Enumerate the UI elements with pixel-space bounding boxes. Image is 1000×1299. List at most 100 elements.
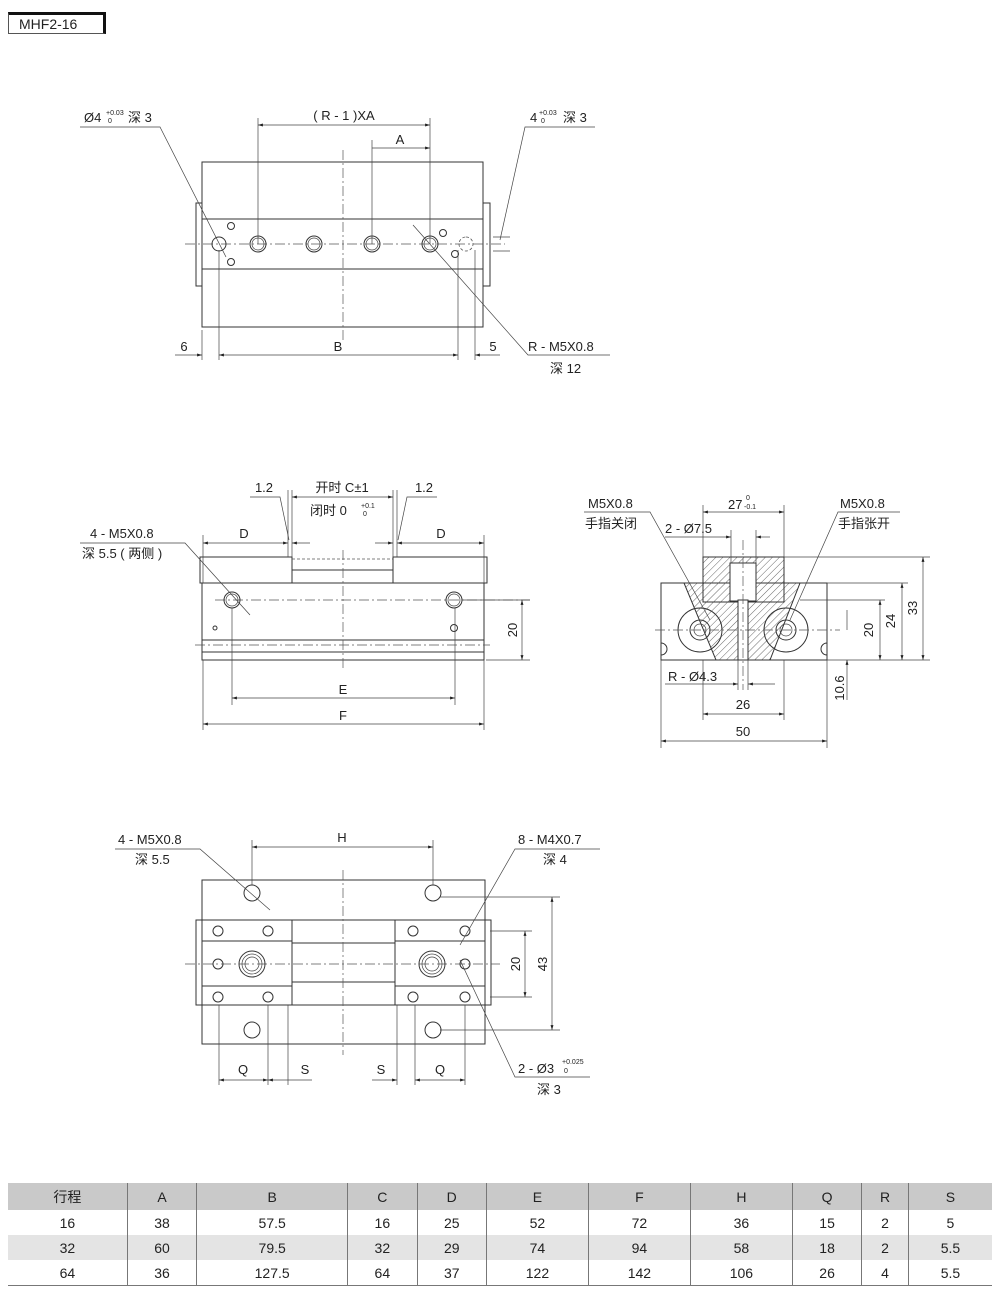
table-cell: 58 (689, 1235, 793, 1260)
jaw-thread-depth: 深 4 (543, 852, 567, 867)
port-open-desc: 手指张开 (838, 516, 890, 531)
table-cell: 64 (8, 1260, 128, 1286)
pin-depth: 深 3 (537, 1082, 561, 1097)
front-view: D D 1.2 1.2 开时 C±1 闭时 0 +0.1 0 4 - M5X0.… (80, 480, 530, 730)
table-cell: 60 (126, 1235, 197, 1260)
table-cell: 64 (347, 1260, 418, 1286)
table-cell: 72 (587, 1210, 691, 1235)
table-cell: 38 (126, 1210, 197, 1235)
dim-q-left: Q (238, 1062, 248, 1077)
table-header-cell: B (196, 1183, 348, 1210)
jaw-thread-label: 8 - M4X0.7 (518, 832, 582, 847)
dim-e: E (339, 682, 348, 697)
closed-gap-label: 闭时 0 (310, 503, 347, 518)
bottom-holes (212, 884, 471, 1039)
table-cell: 18 (791, 1235, 862, 1260)
table-cell: 5.5 (907, 1235, 992, 1260)
gap-right-label: 1.2 (415, 480, 433, 495)
pin-hole-tol-upper: +0.03 (106, 110, 124, 117)
pin-hole-label: Ø4 (84, 110, 101, 125)
table-header-cell: H (689, 1183, 793, 1210)
dim-q-right: Q (435, 1062, 445, 1077)
table-cell: 16 (347, 1210, 418, 1235)
dim-24: 24 (883, 614, 898, 628)
table-cell: 74 (485, 1235, 589, 1260)
dim-27-tol-upper: 0 (746, 495, 750, 502)
table-cell: 106 (689, 1260, 793, 1286)
slot-tol-lower: 0 (541, 118, 545, 125)
closed-tol-upper: +0.1 (361, 503, 375, 510)
dim-b: B (334, 339, 343, 354)
dim-27: 27 (728, 497, 742, 512)
port-close-desc: 手指关闭 (585, 516, 637, 531)
table-cell: 16 (59, 1214, 76, 1231)
table-header-cell: S (907, 1183, 992, 1210)
table-cell: 142 (587, 1260, 691, 1286)
table-header-cell: E (485, 1183, 589, 1210)
side-dim-20: 20 (861, 623, 876, 637)
model-label: MHF2-16 (8, 12, 106, 34)
pin-tol-upper: +0.025 (562, 1059, 584, 1066)
dim-h: H (337, 830, 346, 845)
table-cell: 25 (416, 1210, 487, 1235)
table-cell: 26 (791, 1260, 862, 1286)
table-cell: 79.5 (196, 1235, 348, 1260)
table-cell: 4 (861, 1260, 909, 1286)
table-cell: 94 (587, 1235, 691, 1260)
dim-s-left: S (301, 1062, 310, 1077)
dim-f: F (339, 708, 347, 723)
side-view: 27 0 -0.1 2 - Ø7.5 M5X0.8 手指关闭 M5X0.8 手指… (584, 495, 930, 748)
table-cell: 52 (485, 1210, 589, 1235)
table-header-cell: C (347, 1183, 418, 1210)
port-open-label: M5X0.8 (840, 496, 885, 511)
table-cell: 32 (59, 1239, 76, 1256)
table-header-cell: R (861, 1183, 909, 1210)
closed-tol-lower: 0 (363, 511, 367, 518)
bottom-dim-20: 20 (508, 957, 523, 971)
table-header-cell: Q (791, 1183, 862, 1210)
slot-tol-upper: +0.03 (539, 110, 557, 117)
table-cell: 32 (347, 1235, 418, 1260)
table-header-cell: A (126, 1183, 197, 1210)
dim-s-right: S (377, 1062, 386, 1077)
table-cell: 36 (126, 1260, 197, 1286)
thread-depth: 深 12 (550, 361, 581, 376)
top-view: ( R - 1 )XA A 6 B 5 Ø4 +0.03 0 深 3 4 +0.… (80, 108, 610, 376)
open-gap-label: 开时 C±1 (315, 480, 368, 495)
front-thread-label: 4 - M5X0.8 (90, 526, 154, 541)
dim-50: 50 (736, 724, 750, 739)
table-header-cell: 行程 (53, 1188, 82, 1205)
pin-hole-depth: 深 3 (128, 110, 152, 125)
table-cell: 37 (416, 1260, 487, 1286)
dim-33: 33 (905, 601, 920, 615)
table-cell: 36 (689, 1210, 793, 1235)
slot-label: 4 (530, 110, 537, 125)
slot-depth: 深 3 (563, 110, 587, 125)
technical-drawing: ( R - 1 )XA A 6 B 5 Ø4 +0.03 0 深 3 4 +0.… (80, 108, 930, 1097)
through-hole-label: R - Ø4.3 (668, 669, 717, 684)
gap-left-label: 1.2 (255, 480, 273, 495)
table-header-cell: D (416, 1183, 487, 1210)
a-dim-label: A (396, 132, 405, 147)
dim-right-5: 5 (489, 339, 496, 354)
dim-10-6: 10.6 (832, 675, 847, 700)
table-cell: 29 (416, 1235, 487, 1260)
table-cell: 57.5 (196, 1210, 348, 1235)
table-cell: 15 (791, 1210, 862, 1235)
dim-43: 43 (535, 957, 550, 971)
counterbore-label: 2 - Ø7.5 (665, 521, 712, 536)
pin-hole-tol-lower: 0 (108, 118, 112, 125)
front-dim-20: 20 (505, 623, 520, 637)
port-close-label: M5X0.8 (588, 496, 633, 511)
table-cell: 2 (861, 1235, 909, 1260)
thread-label: R - M5X0.8 (528, 339, 594, 354)
table-cell: 2 (861, 1210, 909, 1235)
table-cell: 122 (485, 1260, 589, 1286)
pin-label: 2 - Ø3 (518, 1061, 554, 1076)
front-thread-depth: 深 5.5 ( 两侧 ) (82, 546, 162, 561)
dim-27-tol-lower: -0.1 (744, 504, 756, 511)
